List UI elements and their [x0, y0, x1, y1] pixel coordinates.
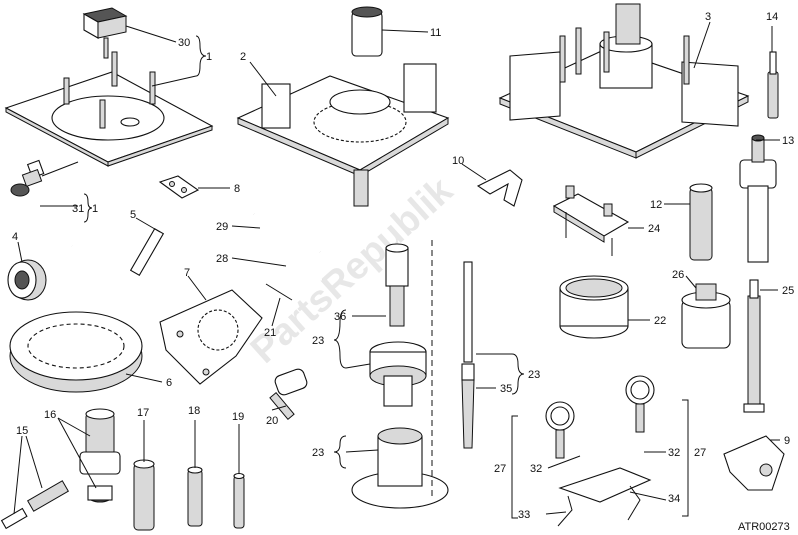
label-4: 4	[12, 231, 18, 243]
part-30-block	[82, 7, 128, 59]
part-26-nut-tool	[681, 283, 731, 349]
part-13-press-tool	[739, 134, 777, 263]
label-28: 28	[216, 253, 228, 265]
label-8: 8	[234, 183, 240, 195]
part-19-pin	[233, 472, 245, 529]
label-32: 32	[668, 447, 680, 459]
label-23: 23	[312, 447, 324, 459]
label-32: 32	[530, 463, 542, 475]
label-1: 1	[206, 51, 212, 63]
label-17: 17	[137, 407, 149, 419]
part-17-pin	[133, 459, 155, 531]
part-22-sleeve	[559, 275, 629, 339]
label-25: 25	[782, 285, 794, 297]
label-23: 23	[312, 335, 324, 347]
label-19: 19	[232, 411, 244, 423]
label-21: 21	[264, 327, 276, 339]
part-3-stand	[498, 3, 750, 159]
part-12-knurled-pin	[689, 183, 713, 261]
part-5-wrench	[71, 227, 165, 277]
part-6-toothed-ring	[9, 311, 143, 393]
part-29-rod	[253, 212, 321, 254]
part-9-block	[723, 435, 785, 491]
label-34: 34	[668, 493, 680, 505]
part-16-shaft	[79, 408, 121, 503]
label-33: 33	[518, 509, 530, 521]
label-27: 27	[494, 463, 506, 475]
label-18: 18	[188, 405, 200, 417]
part-10-fork	[476, 169, 523, 207]
label-31: 31	[72, 203, 84, 215]
leader-lines	[13, 21, 780, 519]
label-35: 35	[500, 383, 512, 395]
part-28-rod	[283, 265, 323, 281]
label-30: 30	[178, 37, 190, 49]
label-20: 20	[266, 415, 278, 427]
label-7: 7	[184, 267, 190, 279]
label-14: 14	[766, 11, 778, 23]
part-23-base	[351, 427, 449, 509]
label-11: 11	[430, 27, 441, 39]
part-31-bolt	[10, 159, 45, 197]
part-number-labels: 30 1 31 1 2 11 3 14 13 10 8 12 24 5 29 4…	[12, 11, 794, 533]
part-24-bar	[552, 185, 630, 256]
label-22: 22	[654, 315, 666, 327]
part-21-rod	[265, 283, 293, 301]
label-12: 12	[650, 199, 662, 211]
part-1-base-plate	[4, 51, 214, 167]
part-36-shaft	[385, 243, 409, 327]
label-1: 1	[92, 203, 98, 215]
part-11-cylinder	[351, 6, 383, 57]
part-25-threaded-rod	[743, 279, 765, 413]
label-24: 24	[648, 223, 660, 235]
part-23-press-cup	[369, 341, 427, 407]
watermark: PartsRepublik	[243, 169, 462, 372]
label-5: 5	[130, 209, 136, 221]
part-35-rod	[461, 261, 475, 449]
part-14-stud	[767, 51, 779, 119]
label-13: 13	[782, 135, 794, 147]
label-29: 29	[216, 221, 228, 233]
label-15: 15	[16, 425, 28, 437]
part-18-pin	[187, 466, 203, 527]
label-26: 26	[672, 269, 684, 281]
diagram-code: ATR00273	[738, 521, 790, 533]
label-6: 6	[166, 377, 172, 389]
part-15-pins	[0, 480, 70, 530]
label-27: 27	[694, 447, 706, 459]
part-2-stand	[236, 63, 450, 207]
label-9: 9	[784, 435, 790, 447]
part-20-t-handle	[269, 368, 308, 421]
label-23: 23	[528, 369, 540, 381]
label-16: 16	[44, 409, 56, 421]
label-3: 3	[705, 11, 711, 23]
part-4-bushing	[7, 259, 47, 301]
part-8-plate	[158, 175, 200, 199]
part-7-bracket	[159, 289, 263, 385]
label-10: 10	[452, 155, 464, 167]
label-2: 2	[240, 51, 246, 63]
label-36: 36	[334, 311, 346, 323]
part-27-dial-gauges	[545, 375, 655, 527]
